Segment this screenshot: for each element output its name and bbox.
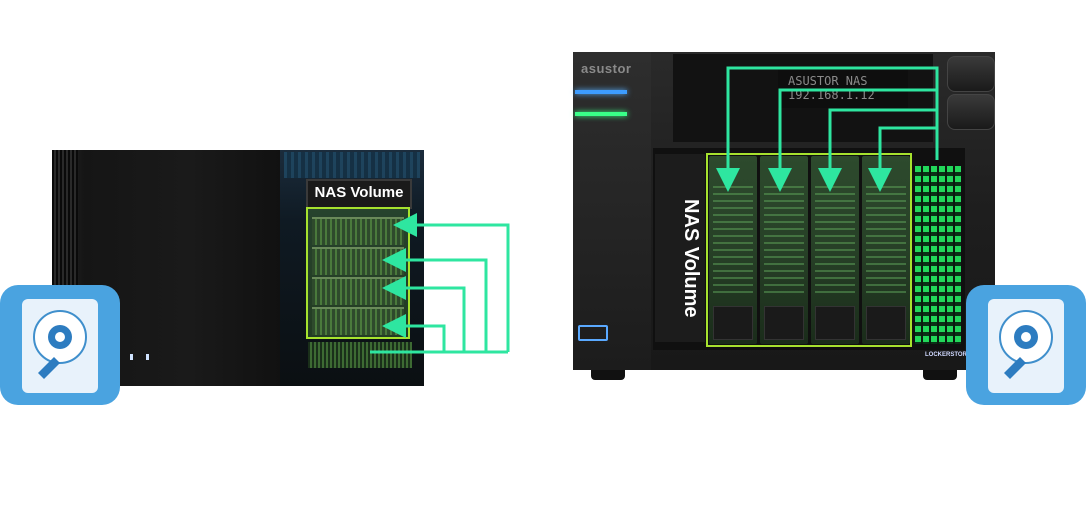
brand-logo: asustor [581, 61, 632, 76]
nvme-bay [655, 154, 705, 342]
right-nas-front-panel [573, 52, 651, 370]
power-led [575, 90, 627, 94]
right-flow-arrow [868, 126, 937, 192]
lcd-line-1: ASUSTOR NAS [788, 74, 868, 88]
right-nas-volume-outline [706, 153, 912, 347]
left-flow-arrow [382, 276, 466, 352]
right-flow-arrow [818, 108, 937, 192]
lcd-up-button [947, 56, 995, 92]
activity-light-grill [915, 166, 961, 344]
device-foot [923, 370, 957, 380]
status-led [130, 354, 133, 360]
left-nas-circuit-board [284, 152, 420, 178]
left-drive-tray [312, 217, 404, 245]
left-nas-volume-label: NAS Volume [306, 179, 412, 209]
model-badge: LOCKERSTOR [925, 352, 967, 358]
left-flow-arrow [382, 314, 446, 352]
left-flow-arrow [393, 213, 510, 352]
activity-led [575, 112, 627, 116]
left-flow-arrow [382, 248, 488, 352]
drive-bay-area [653, 148, 965, 350]
hard-drive-gear-icon [966, 285, 1086, 405]
right-flow-arrow [768, 88, 937, 192]
device-foot [591, 370, 625, 380]
left-nas-bottom-grill [308, 342, 412, 368]
usb-port [578, 325, 608, 341]
status-led [146, 354, 149, 360]
hard-drive-gear-icon [0, 285, 120, 405]
right-flow-arrow [716, 66, 939, 192]
lcd-down-button [947, 94, 995, 130]
left-nas-volume-group [306, 207, 410, 339]
